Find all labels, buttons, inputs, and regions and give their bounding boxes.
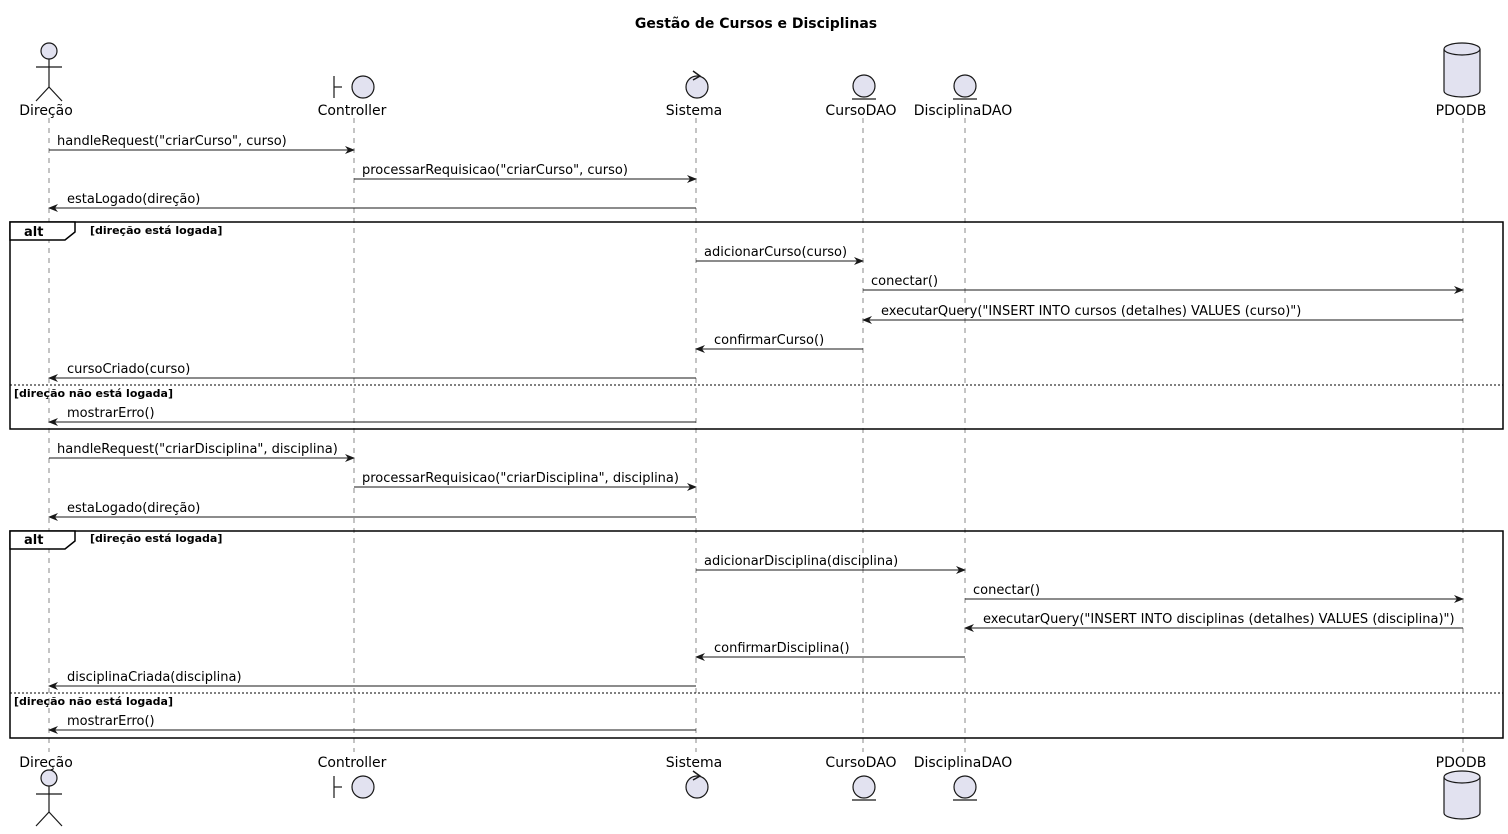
participant-label: PDODB: [1436, 755, 1487, 771]
participant-controller-bottom[interactable]: Controller: [318, 755, 387, 799]
participant-direcao-bottom[interactable]: Direção: [19, 755, 73, 827]
participant-label: Sistema: [666, 103, 722, 119]
participant-direcao-top[interactable]: Direção: [19, 42, 73, 119]
message-label: mostrarErro(): [67, 714, 155, 729]
entity-icon: [852, 775, 876, 801]
participant-label: Controller: [318, 755, 387, 771]
database-icon: [1443, 42, 1481, 98]
participant-label: Controller: [318, 103, 387, 119]
participant-cursodao-top[interactable]: CursoDAO: [825, 74, 897, 119]
message: conectar(): [863, 274, 1464, 294]
participant-label: CursoDAO: [825, 103, 896, 119]
message: estaLogado(direção): [48, 192, 696, 212]
participant-label: Direção: [19, 103, 73, 119]
boundary-icon: [333, 775, 375, 799]
message: confirmarCurso(): [695, 333, 863, 353]
message: adicionarCurso(curso): [696, 245, 864, 265]
message: handleRequest("criarCurso", curso): [49, 134, 355, 154]
participant-label: Sistema: [666, 755, 722, 771]
participants-top: Direção Controller Sistema CursoDAO: [19, 42, 1487, 119]
message: executarQuery("INSERT INTO cursos (detal…: [862, 304, 1463, 324]
message-label: estaLogado(direção): [67, 192, 200, 207]
message: mostrarErro(): [48, 406, 696, 426]
participant-label: DisciplinaDAO: [914, 103, 1013, 119]
fragment-frame: [9, 221, 1504, 430]
participant-cursodao-bottom[interactable]: CursoDAO: [825, 755, 897, 801]
message: cursoCriado(curso): [48, 362, 696, 382]
control-icon: [685, 70, 709, 99]
fragment-label: alt: [24, 533, 43, 548]
diagram-title: Gestão de Cursos e Disciplinas: [635, 16, 877, 32]
message: conectar(): [965, 583, 1464, 603]
message: adicionarDisciplina(disciplina): [696, 554, 966, 574]
message-label: conectar(): [871, 274, 938, 289]
message: processarRequisicao("criarCurso", curso): [354, 163, 697, 183]
message-label: confirmarCurso(): [714, 333, 824, 348]
participant-controller-top[interactable]: Controller: [318, 75, 387, 119]
fragment-else-guard: [direção não está logada]: [14, 695, 173, 708]
fragment-frame: [9, 530, 1504, 739]
message-label: disciplinaCriada(disciplina): [67, 670, 242, 685]
message: disciplinaCriada(disciplina): [48, 670, 696, 690]
participant-pdodb-top[interactable]: PDODB: [1436, 42, 1487, 119]
message-label: cursoCriado(curso): [67, 362, 190, 377]
fragment-tab: [9, 530, 76, 550]
boundary-icon: [333, 75, 375, 99]
message-label: adicionarDisciplina(disciplina): [704, 554, 898, 569]
message-label: executarQuery("INSERT INTO cursos (detal…: [881, 304, 1301, 319]
participant-disciplinadao-top[interactable]: DisciplinaDAO: [914, 74, 1013, 119]
alt-fragment-1: alt [direção está logada] [direção não e…: [9, 221, 1504, 430]
message-label: conectar(): [973, 583, 1040, 598]
participant-label: PDODB: [1436, 103, 1487, 119]
alt-fragment-2: alt [direção está logada] [direção não e…: [9, 530, 1504, 739]
message: confirmarDisciplina(): [695, 641, 965, 661]
message-label: estaLogado(direção): [67, 501, 200, 516]
messages: handleRequest("criarCurso", curso) proces…: [48, 134, 1464, 734]
actor-icon: [35, 769, 63, 827]
message: mostrarErro(): [48, 714, 696, 734]
message: handleRequest("criarDisciplina", discipl…: [49, 442, 355, 462]
message-label: handleRequest("criarDisciplina", discipl…: [57, 442, 338, 457]
message-label: handleRequest("criarCurso", curso): [57, 134, 287, 149]
entity-icon: [953, 775, 977, 801]
message-label: mostrarErro(): [67, 406, 155, 421]
fragment-else-guard: [direção não está logada]: [14, 387, 173, 400]
message-label: processarRequisicao("criarCurso", curso): [362, 163, 628, 178]
participant-sistema-top[interactable]: Sistema: [666, 70, 722, 119]
message: processarRequisicao("criarDisciplina", d…: [354, 471, 697, 491]
entity-icon: [852, 74, 876, 100]
fragment-label: alt: [24, 225, 43, 240]
fragment-guard: [direção está logada]: [90, 224, 222, 237]
participant-disciplinadao-bottom[interactable]: DisciplinaDAO: [914, 755, 1013, 801]
fragment-tab: [9, 221, 76, 241]
fragment-guard: [direção está logada]: [90, 532, 222, 545]
message-label: confirmarDisciplina(): [714, 641, 850, 656]
actor-icon: [35, 42, 63, 102]
message-label: executarQuery("INSERT INTO disciplinas (…: [983, 612, 1455, 627]
control-icon: [685, 770, 709, 799]
participant-label: CursoDAO: [825, 755, 896, 771]
participant-label: Direção: [19, 755, 73, 771]
message-label: adicionarCurso(curso): [704, 245, 847, 260]
participant-label: DisciplinaDAO: [914, 755, 1013, 771]
message: executarQuery("INSERT INTO disciplinas (…: [964, 612, 1463, 632]
database-icon: [1443, 770, 1481, 820]
message: estaLogado(direção): [48, 501, 696, 521]
participant-pdodb-bottom[interactable]: PDODB: [1436, 755, 1487, 820]
entity-icon: [953, 74, 977, 100]
message-label: processarRequisicao("criarDisciplina", d…: [362, 471, 679, 486]
participants-bottom: Direção Controller Sistema: [19, 755, 1487, 827]
participant-sistema-bottom[interactable]: Sistema: [666, 755, 722, 799]
